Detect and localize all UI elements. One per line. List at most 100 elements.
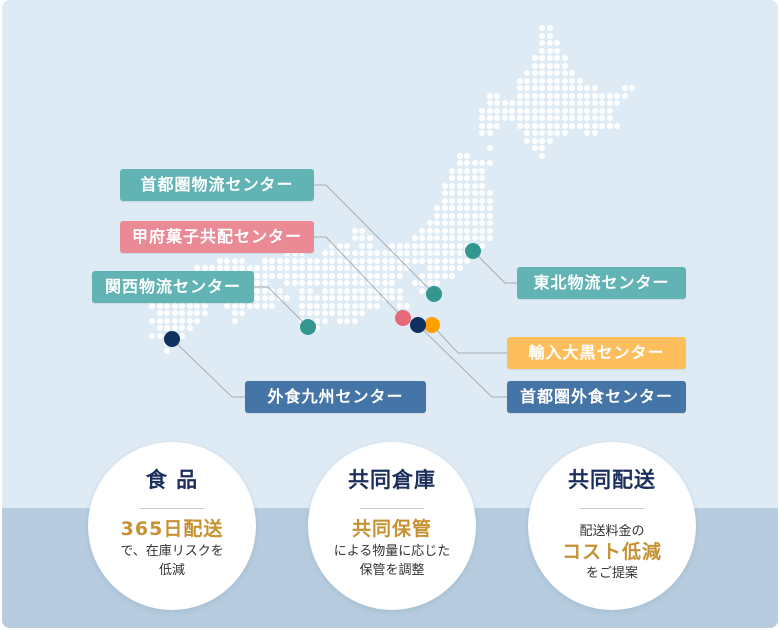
map-dot [426, 250, 433, 256]
map-dot [411, 250, 418, 256]
center-label-tohoku-butsuryu[interactable]: 東北物流センター [517, 267, 686, 299]
map-dot [554, 55, 560, 61]
center-marker-shutoken-butsuryu[interactable] [426, 286, 442, 302]
map-dot [351, 265, 358, 271]
map-dot [471, 220, 478, 226]
map-dot [546, 47, 553, 54]
map-dot [426, 235, 433, 241]
map-dot [284, 280, 290, 286]
map-dot [419, 272, 425, 279]
map-dot [449, 212, 455, 219]
map-dot [321, 302, 328, 309]
center-marker-shutoken-gaishoku[interactable] [410, 317, 426, 333]
center-label-kansai-butsuryu[interactable]: 関西物流センター [92, 271, 254, 303]
map-dot [561, 115, 568, 121]
map-dot [336, 280, 343, 286]
map-dot [156, 317, 163, 324]
map-dot [531, 130, 538, 136]
map-dot [366, 295, 373, 301]
map-dot [561, 100, 568, 106]
map-dot [351, 257, 358, 264]
map-dot [584, 115, 590, 121]
map-dot [359, 235, 365, 241]
map-dot [389, 287, 395, 294]
center-marker-kansai-butsuryu[interactable] [300, 319, 316, 335]
map-dot [299, 257, 305, 264]
map-dot [516, 100, 523, 106]
map-dot [194, 302, 200, 309]
map-dot [524, 70, 530, 76]
map-dot [344, 265, 350, 271]
map-dot [554, 100, 560, 106]
map-dot [426, 257, 433, 264]
map-dot [381, 257, 388, 264]
map-dot [434, 212, 440, 219]
map-dot [224, 257, 230, 264]
map-dot [351, 310, 358, 316]
map-dot [179, 317, 185, 324]
map-dot [524, 100, 530, 106]
map-dot [306, 272, 313, 279]
map-dot [531, 92, 538, 99]
map-dot [434, 257, 440, 264]
feature-description: による物量に応じた 保管を調整 [333, 544, 451, 578]
map-dot [321, 317, 328, 324]
center-label-gaishoku-kyushu[interactable]: 外食九州センター [245, 381, 426, 413]
map-dot [516, 122, 523, 129]
map-dot [359, 295, 365, 301]
map-dot [261, 287, 268, 294]
map-dot [561, 77, 568, 84]
map-dot [599, 92, 605, 99]
map-dot [606, 122, 613, 129]
map-dot [426, 265, 433, 271]
map-dot [441, 182, 448, 189]
map-dot [516, 92, 523, 99]
map-dot [486, 205, 493, 211]
map-dot [374, 302, 380, 309]
map-dot [456, 205, 463, 211]
map-dot [539, 32, 545, 39]
map-dot [419, 235, 425, 241]
map-dot [381, 265, 388, 271]
map-dot [321, 295, 328, 301]
map-dot [539, 40, 545, 46]
center-label-yunyu-ohguro[interactable]: 輸入大黒センター [507, 337, 686, 369]
center-marker-kofu-kashi[interactable] [395, 310, 411, 326]
map-dot [599, 100, 605, 106]
map-dot [441, 257, 448, 264]
center-label-kofu-kashi[interactable]: 甲府菓子共配センター [120, 221, 314, 253]
map-dot [441, 235, 448, 241]
map-dot [261, 302, 268, 309]
map-dot [486, 160, 493, 166]
map-dot [524, 107, 530, 114]
map-dot [374, 295, 380, 301]
map-dot [276, 272, 283, 279]
map-dot [486, 100, 493, 106]
center-label-shutoken-butsuryu[interactable]: 首都圏物流センター [120, 169, 314, 201]
map-dot [269, 287, 275, 294]
map-dot [374, 265, 380, 271]
map-dot [456, 167, 463, 174]
map-dot [539, 77, 545, 84]
map-dot [389, 242, 395, 249]
center-marker-gaishoku-kyushu[interactable] [164, 331, 180, 347]
map-dot [291, 257, 298, 264]
map-dot [614, 100, 620, 106]
center-marker-yunyu-ohguro[interactable] [424, 317, 440, 333]
map-dot [456, 175, 463, 181]
map-dot [299, 272, 305, 279]
map-dot [524, 130, 530, 136]
map-dot [449, 175, 455, 181]
map-dot [591, 100, 598, 106]
map-dot [456, 152, 463, 159]
center-label-shutoken-gaishoku[interactable]: 首都圏外食センター [507, 381, 686, 413]
map-dot [449, 250, 455, 256]
map-dot [359, 265, 365, 271]
center-marker-tohoku-butsuryu[interactable] [465, 243, 481, 259]
map-dot [516, 85, 523, 91]
map-dot [239, 310, 245, 316]
map-dot [479, 242, 485, 249]
map-dot [554, 92, 560, 99]
map-dot [321, 287, 328, 294]
map-dot [486, 212, 493, 219]
